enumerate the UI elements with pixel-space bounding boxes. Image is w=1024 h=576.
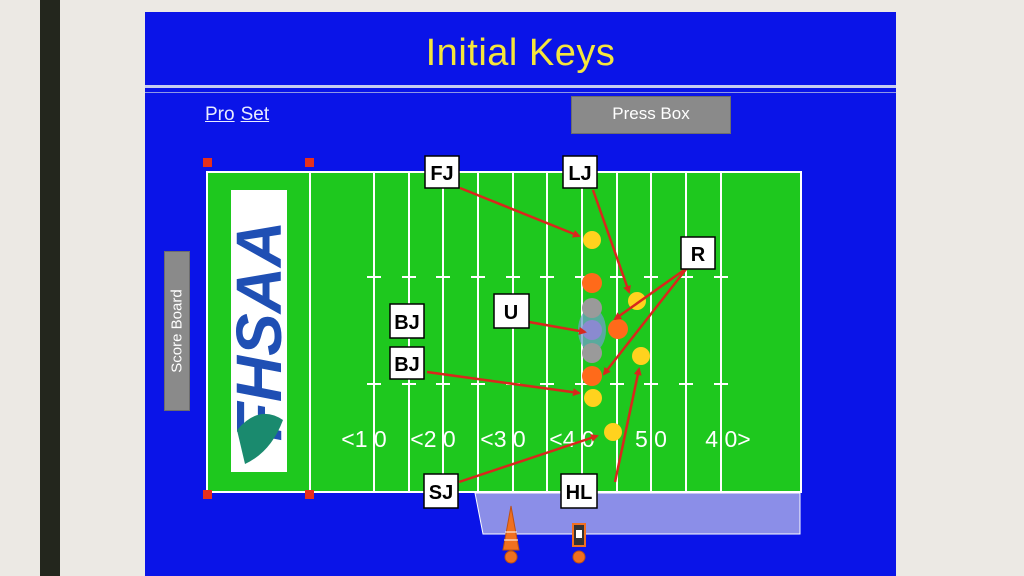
pylon-icon [203,158,212,167]
score-board-button[interactable]: Score Board [164,251,190,411]
player-lineman [582,298,602,318]
yard-number: 4 0> [705,426,750,452]
fhsaa-logo-text: FHSAA [223,221,295,441]
official-r-label: R [691,244,706,266]
player-receiver [583,231,601,249]
official-u[interactable]: U [493,293,530,329]
official-bj-top[interactable]: BJ [389,303,425,339]
official-sj-label: SJ [429,482,453,504]
team-area [474,492,801,535]
official-bj-top-label: BJ [394,312,420,334]
key-arrow-hl [613,367,642,483]
key-arrow-r2 [602,267,688,376]
logo-swoosh-icon [237,413,283,464]
official-u-label: U [504,302,518,324]
formation-word-set[interactable]: Set [240,104,270,125]
official-bj-bottom[interactable]: BJ [389,346,425,380]
official-hl-label: HL [566,482,593,504]
title-divider [145,85,896,88]
player-quarterback [608,319,628,339]
left-accent-bar [40,0,60,576]
player-receiver [604,423,622,441]
official-lj-label: LJ [568,163,591,185]
offense [582,231,650,441]
pylon-icon [305,490,314,499]
press-box-button[interactable]: Press Box [571,96,731,134]
field-diagram: FHSAA <1 0 <2 0 <3 0 <4 0 5 0 4 0> [203,155,802,564]
official-fj-label: FJ [430,163,453,185]
player-lineman [582,366,602,386]
yard-number: <1 0 [341,426,386,452]
pylon-icon [305,158,314,167]
down-marker-icon [502,505,520,551]
official-r[interactable]: R [680,236,716,270]
player-center [582,320,602,340]
yard-number: 5 0 [635,426,667,452]
key-arrow-r [613,266,688,321]
key-arrow-u [528,320,587,335]
slide-title: Initial Keys [425,32,616,74]
formation-word-pro[interactable]: Pro [205,104,235,125]
key-arrow-sj [458,434,599,484]
official-hl[interactable]: HL [560,473,598,509]
key-arrows [426,186,688,484]
chain-post-icon [504,550,518,564]
official-lj[interactable]: LJ [562,155,598,189]
pylons [203,158,314,499]
player-back [632,347,650,365]
chain-post-icon [572,550,586,564]
player-lineman [582,343,602,363]
fhsaa-logo: FHSAA [223,190,295,472]
player-tight-end [584,389,602,407]
key-arrow-lj [591,189,631,294]
player-lineman [582,273,602,293]
playing-field [206,171,802,493]
hash-marks [367,276,728,385]
key-arrow-fj [459,186,581,238]
official-bj-bottom-label: BJ [394,354,420,376]
chain-crew [502,505,586,564]
official-fj[interactable]: FJ [424,155,460,189]
yard-number: <2 0 [410,426,455,452]
pylon-icon [203,490,212,499]
yard-number: <3 0 [480,426,525,452]
title-divider-thin [145,92,896,93]
official-sj[interactable]: SJ [423,473,459,509]
key-arrow-bj [426,370,581,397]
